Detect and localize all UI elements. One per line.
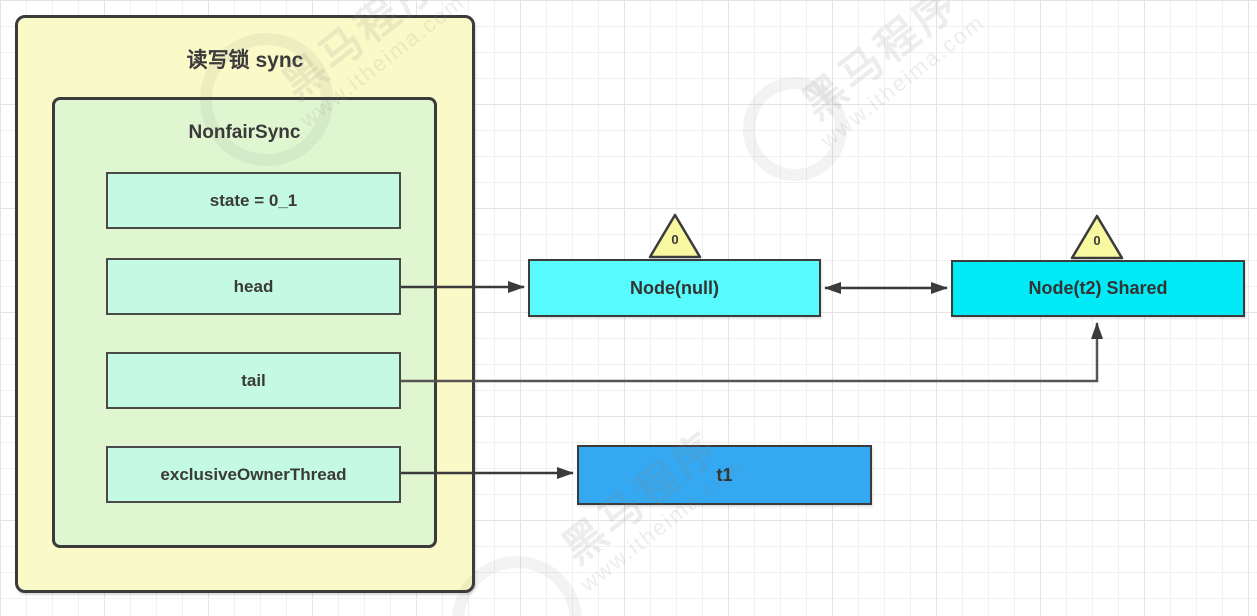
- node-t2-shared-box: Node(t2) Shared: [951, 260, 1245, 317]
- nonfairsync-title: NonfairSync: [188, 122, 301, 143]
- head-field-box: head: [106, 258, 401, 315]
- node-null-box: Node(null): [528, 259, 821, 317]
- readwritelock-sync-title: 读写锁 sync: [186, 49, 304, 72]
- watermark-logo-ring: [743, 77, 847, 181]
- node-t2-waitstatus-value: 0: [1093, 233, 1101, 248]
- state-field-label: state = 0_1: [209, 190, 298, 210]
- exclusive-owner-thread-field-box: exclusiveOwnerThread: [106, 446, 401, 503]
- state-field-box: state = 0_1: [106, 172, 401, 229]
- node-null-label: Node(null): [630, 277, 719, 298]
- thread-t1-box: t1: [577, 445, 872, 505]
- tail-field-label: tail: [241, 370, 266, 390]
- node-null-waitstatus-value: 0: [671, 232, 679, 247]
- exclusive-owner-thread-field-label: exclusiveOwnerThread: [160, 464, 347, 484]
- thread-t1-label: t1: [716, 464, 733, 485]
- node-t2-shared-label: Node(t2) Shared: [1028, 278, 1168, 298]
- triangle-icon: [1070, 214, 1124, 260]
- watermark-text: 黑马程序 www.itheima.com: [793, 0, 990, 153]
- node-null-waitstatus-triangle-icon: 0: [647, 212, 703, 260]
- tail-to-node-t2-arrow: [401, 322, 1103, 383]
- node-t2-waitstatus-triangle-icon: 0: [1069, 213, 1125, 261]
- triangle-icon: [648, 213, 702, 259]
- tail-field-box: tail: [106, 352, 401, 409]
- head-field-label: head: [233, 276, 274, 296]
